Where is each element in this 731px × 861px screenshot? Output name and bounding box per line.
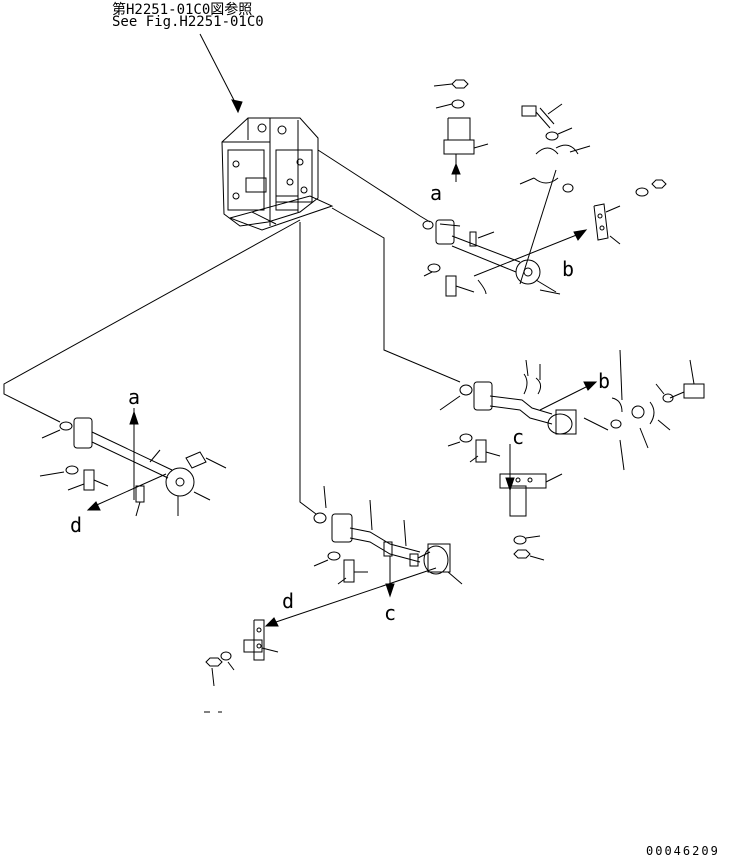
label-b-center: b bbox=[598, 369, 610, 393]
reference-note-jp: 第H2251-01C0図参照 bbox=[112, 2, 253, 18]
label-c-bottom: c bbox=[384, 601, 396, 625]
label-d-left: d bbox=[70, 513, 82, 537]
assembly-top-right bbox=[422, 79, 667, 297]
assembly-bottom-center bbox=[204, 485, 463, 713]
label-a-left: a bbox=[128, 385, 140, 409]
label-a-top: a bbox=[430, 181, 442, 205]
label-c-center: c bbox=[512, 425, 524, 449]
control-valve bbox=[221, 117, 334, 231]
assembly-left bbox=[39, 408, 227, 517]
label-b-top: b bbox=[562, 257, 574, 281]
connection-lines bbox=[3, 149, 461, 515]
assembly-center-right bbox=[439, 349, 705, 561]
drawing-number: 00046209 bbox=[646, 844, 720, 858]
reference-note-en: See Fig.H2251-01C0 bbox=[112, 14, 264, 30]
label-d-bottom: d bbox=[282, 589, 294, 613]
reference-leader bbox=[199, 33, 243, 114]
